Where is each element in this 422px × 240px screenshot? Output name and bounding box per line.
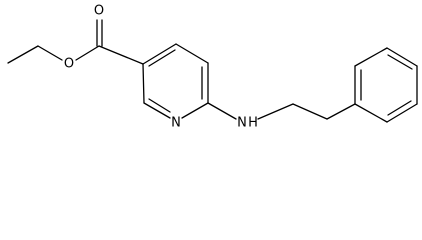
bond-ch2-phenyl bbox=[326, 103, 356, 120]
bond-ch2-o bbox=[37, 45, 63, 61]
bond-ch3-ch2 bbox=[7, 45, 39, 64]
amine-nitrogen-label: N bbox=[237, 116, 247, 131]
bond-phenyl-3-4-inner bbox=[387, 54, 413, 70]
bond-phenyl-3-4 bbox=[386, 47, 418, 67]
bond-nh-ch2 bbox=[257, 103, 294, 120]
bond-ring-n-c2-inner bbox=[148, 98, 171, 113]
bond-lines bbox=[7, 19, 418, 123]
amine-hydrogen-label: H bbox=[248, 116, 258, 131]
bond-ring-c4-c5 bbox=[175, 43, 209, 64]
bond-phenyl-2-3 bbox=[354, 47, 388, 67]
carbonyl-oxygen-label: O bbox=[94, 4, 104, 19]
bond-o-carbonyl bbox=[75, 45, 100, 61]
bond-ch2-ch2 bbox=[292, 103, 328, 120]
bond-phenyl-6-1 bbox=[354, 103, 388, 123]
bond-ring-nh bbox=[207, 102, 237, 120]
bond-ring-n-c2 bbox=[143, 102, 171, 119]
bond-ring-c2-c3 bbox=[142, 63, 145, 104]
ester-oxygen-label: O bbox=[64, 57, 74, 72]
bond-ring-c6-n bbox=[181, 102, 209, 119]
bond-ring-c3-c4 bbox=[142, 43, 177, 65]
bond-phenyl-5-6 bbox=[386, 103, 418, 123]
bond-ring-c3-c4-inner bbox=[148, 49, 176, 67]
chemical-structure: O O N N H bbox=[7, 4, 418, 131]
atom-labels: O O N N H bbox=[64, 4, 258, 131]
bond-phenyl-5-6-inner bbox=[387, 100, 412, 116]
ring-nitrogen-label: N bbox=[171, 116, 181, 131]
bond-carbonyl-ring bbox=[98, 45, 144, 65]
